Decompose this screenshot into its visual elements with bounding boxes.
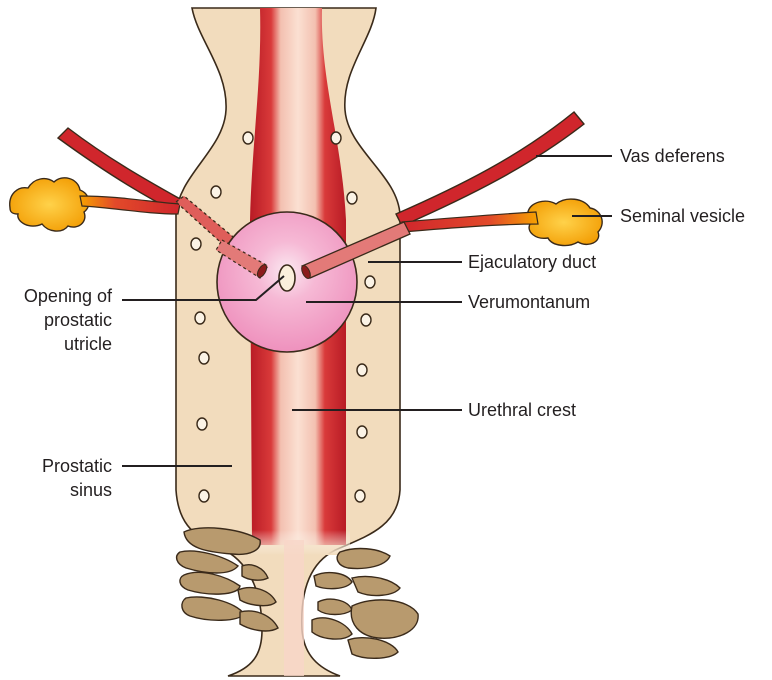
label-opening-line3: utricle bbox=[64, 334, 112, 354]
label-verumontanum: Verumontanum bbox=[468, 292, 590, 312]
seminal-vesicle-left bbox=[10, 178, 89, 231]
urethra-fade bbox=[246, 430, 350, 555]
label-prostatic-line2: sinus bbox=[70, 480, 112, 500]
label-prostatic-line1: Prostatic bbox=[42, 456, 112, 476]
label-vas-deferens: Vas deferens bbox=[620, 146, 725, 166]
label-ejaculatory-duct: Ejaculatory duct bbox=[468, 252, 596, 272]
label-opening-line2: prostatic bbox=[44, 310, 112, 330]
label-opening-line1: Opening of bbox=[24, 286, 113, 306]
urethra-lower-passage bbox=[284, 540, 304, 676]
label-urethral-crest: Urethral crest bbox=[468, 400, 576, 420]
label-seminal-vesicle: Seminal vesicle bbox=[620, 206, 745, 226]
